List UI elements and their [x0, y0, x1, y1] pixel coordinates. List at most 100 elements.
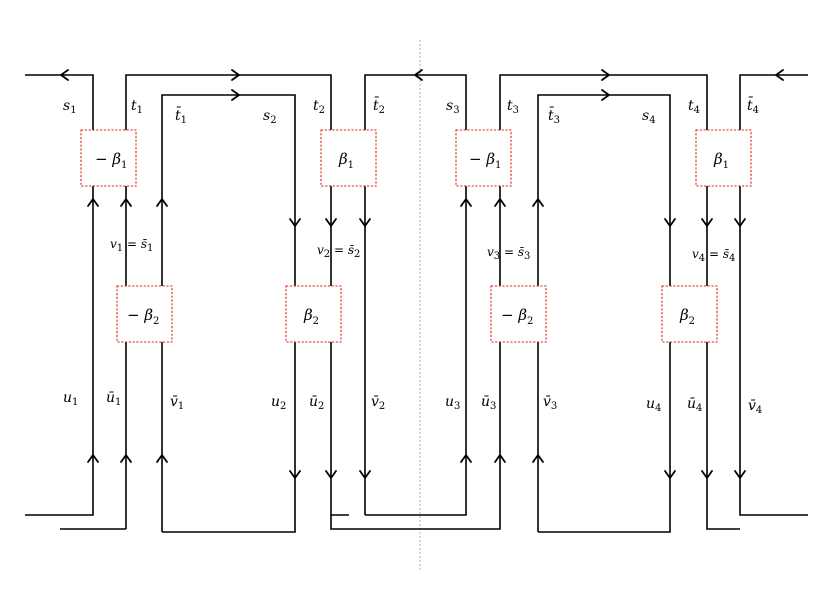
- label-t4: t4: [688, 98, 700, 116]
- svg-text:β2: β2: [303, 306, 319, 327]
- arrow-up-ubar1: [120, 454, 132, 463]
- label-tbar4: t̄4: [747, 96, 759, 116]
- arrow-down-t2-top: [325, 218, 337, 227]
- label-u4: u4: [646, 396, 661, 414]
- svg-text:− β1: − β1: [469, 150, 501, 171]
- box-mid-1-text: − β: [127, 306, 153, 324]
- label-t1: t1: [131, 98, 143, 116]
- box-top-3-text: − β: [469, 150, 495, 168]
- box-mid-3-text: − β: [501, 306, 527, 324]
- label-v1-eq-sbar1: v1 = s̄1: [110, 237, 153, 254]
- svg-text:− β2: − β2: [501, 306, 533, 327]
- box-mid-4-sub: 2: [689, 316, 695, 327]
- box-top-4-text: β: [713, 150, 723, 168]
- arrow-down-tbar4-top: [734, 218, 746, 227]
- wires: [25, 74, 808, 533]
- label-vbar2: v̄2: [371, 394, 385, 412]
- arrow-left-s1: [60, 69, 69, 81]
- box-mid-3-sub: 2: [527, 316, 533, 327]
- arrows: [60, 69, 784, 479]
- wire-t2-ubar3: [330, 74, 740, 530]
- arrow-up-t1-top: [120, 198, 132, 207]
- arrow-up-s1-top: [87, 198, 99, 207]
- arrow-right-tbar1: [231, 89, 240, 101]
- label-ubar1: ū1: [106, 390, 121, 408]
- svg-text:− β2: − β2: [127, 306, 159, 327]
- label-s1: s1: [63, 98, 77, 116]
- box-top-4-sub: 1: [723, 160, 729, 171]
- svg-text:β1: β1: [713, 150, 729, 171]
- label-t3: t3: [507, 98, 519, 116]
- arrow-up-t3-top: [494, 198, 506, 207]
- label-vbar1: v̄1: [170, 394, 184, 412]
- arrow-down-u2: [289, 470, 301, 479]
- arrow-down-tbar2-top: [359, 218, 371, 227]
- box-mid-2: β2: [285, 285, 342, 343]
- label-vbar4: v̄4: [748, 398, 762, 416]
- box-mid-1-sub: 2: [153, 316, 159, 327]
- wire-tbar3-s4: [537, 94, 671, 533]
- box-top-2-sub: 1: [348, 160, 354, 171]
- arrow-right-tbar3: [601, 89, 610, 101]
- label-s2: s2: [263, 108, 277, 126]
- box-mid-2-sub: 2: [313, 316, 319, 327]
- box-top-1-text: − β: [95, 150, 121, 168]
- svg-text:β2: β2: [679, 306, 695, 327]
- arrow-down-s4-top: [664, 218, 676, 227]
- label-tbar2: t̄2: [373, 96, 385, 116]
- arrow-down-u4: [664, 470, 676, 479]
- box-top-3: − β1: [455, 129, 512, 187]
- arrow-up-u3: [460, 454, 472, 463]
- svg-text:− β1: − β1: [95, 150, 127, 171]
- wire-tbar2-s3: [364, 74, 467, 516]
- arrow-up-tbar3-top: [532, 198, 544, 207]
- label-v2-eq-sbar2: v2 = s̄2: [317, 243, 360, 260]
- arrow-up-u1: [87, 454, 99, 463]
- box-mid-2-text: β: [303, 306, 313, 324]
- box-mid-3: − β2: [490, 285, 547, 343]
- box-mid-1: − β2: [116, 285, 173, 343]
- arrow-up-tbar1-top: [156, 198, 168, 207]
- arrow-down-vbar4: [734, 470, 746, 479]
- arrow-down-t4-top: [701, 218, 713, 227]
- arrow-up-s3-top: [460, 198, 472, 207]
- box-top-1-sub: 1: [121, 160, 127, 171]
- box-top-2: β1: [320, 129, 377, 187]
- arrow-right-t3: [601, 69, 610, 81]
- arrow-left-s3: [414, 69, 423, 81]
- label-s3: s3: [446, 98, 460, 116]
- label-u3: u3: [445, 394, 460, 412]
- wire-t1-t2: [125, 74, 349, 529]
- label-u2: u2: [271, 394, 286, 412]
- arrow-left-tbar4: [775, 69, 784, 81]
- box-top-1: − β1: [80, 129, 137, 187]
- label-tbar3: t̄3: [548, 106, 560, 126]
- label-v4-eq-sbar4: v4 = s̄4: [692, 247, 735, 264]
- label-ubar3: ū3: [481, 394, 496, 412]
- wire-s1: [25, 74, 94, 516]
- label-t2: t2: [313, 98, 325, 116]
- label-ubar4: ū4: [687, 396, 702, 414]
- svg-text:β1: β1: [338, 150, 354, 171]
- box-mid-4: β2: [661, 285, 718, 343]
- arrow-up-ubar3: [494, 454, 506, 463]
- box-top-4: β1: [695, 129, 752, 187]
- wire-tbar1-s2: [161, 94, 296, 533]
- arrow-up-vbar1: [156, 454, 168, 463]
- arrow-up-vbar3: [532, 454, 544, 463]
- box-mid-4-text: β: [679, 306, 689, 324]
- label-v3-eq-sbar3: v3 = s̄3: [487, 245, 530, 262]
- arrow-down-ubar4: [701, 470, 713, 479]
- box-top-2-text: β: [338, 150, 348, 168]
- label-u1: u1: [63, 390, 78, 408]
- label-ubar2: ū2: [309, 394, 324, 412]
- label-s4: s4: [642, 108, 656, 126]
- arrow-down-s2-top: [289, 218, 301, 227]
- wire-tbar4: [739, 74, 808, 516]
- arrow-right-t1: [231, 69, 240, 81]
- arrow-down-ubar2: [325, 470, 337, 479]
- arrow-down-vbar2: [359, 470, 371, 479]
- label-vbar3: v̄3: [543, 394, 557, 412]
- box-top-3-sub: 1: [495, 160, 501, 171]
